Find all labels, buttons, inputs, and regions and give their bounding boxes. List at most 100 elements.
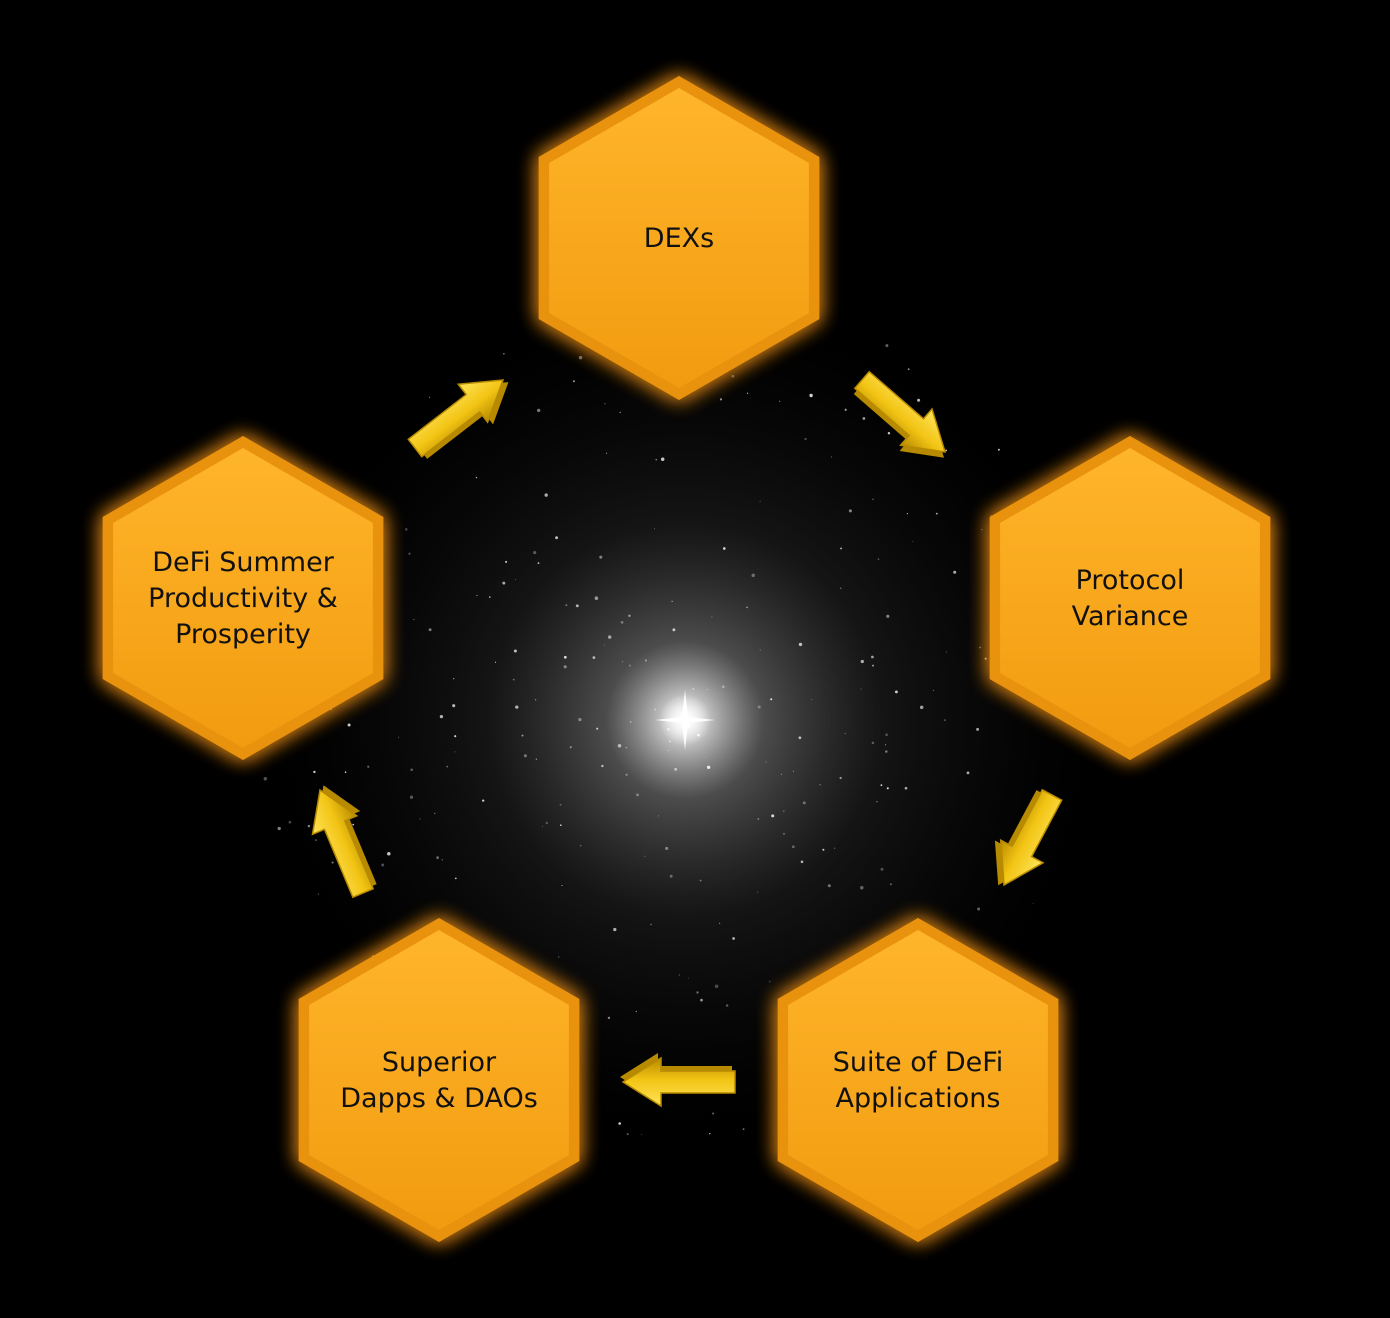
star — [839, 776, 842, 780]
star — [844, 408, 847, 411]
star — [629, 721, 632, 723]
star — [759, 500, 761, 502]
star — [798, 642, 803, 647]
star — [454, 751, 456, 753]
star — [613, 927, 617, 932]
star — [819, 784, 821, 786]
star — [604, 644, 606, 646]
star — [804, 437, 807, 441]
star — [889, 883, 892, 886]
star — [428, 628, 432, 632]
star — [535, 758, 538, 760]
star — [307, 824, 311, 828]
star — [746, 392, 749, 394]
star — [809, 393, 813, 398]
star — [731, 374, 735, 378]
star — [834, 847, 836, 849]
star — [885, 344, 889, 348]
star — [692, 687, 695, 691]
star — [347, 723, 351, 727]
star — [505, 560, 508, 563]
star — [533, 551, 537, 555]
star — [441, 858, 444, 861]
arrow-shape — [853, 370, 947, 453]
star — [640, 1134, 642, 1135]
star — [792, 770, 794, 772]
star — [446, 765, 449, 768]
star — [476, 595, 478, 597]
star — [453, 678, 455, 680]
star — [706, 765, 711, 770]
star — [626, 1133, 629, 1136]
node-label-line: DeFi Summer — [152, 547, 335, 578]
star — [757, 705, 761, 709]
star — [439, 714, 444, 719]
star — [732, 937, 735, 940]
star — [618, 1122, 621, 1125]
star — [791, 845, 795, 849]
star — [625, 747, 627, 749]
star — [544, 493, 548, 497]
star — [409, 795, 414, 799]
star — [674, 767, 678, 771]
star — [625, 773, 628, 776]
star — [907, 368, 910, 371]
star — [606, 452, 608, 454]
star — [725, 1004, 729, 1007]
star — [780, 773, 783, 775]
star — [665, 846, 669, 850]
star — [572, 380, 575, 383]
star — [768, 980, 771, 983]
star — [678, 974, 680, 976]
star — [628, 664, 631, 667]
star — [419, 818, 421, 820]
star — [917, 398, 921, 402]
hexagon-face — [309, 930, 569, 1230]
star — [844, 733, 846, 735]
star — [604, 403, 606, 405]
star — [827, 884, 831, 888]
star — [699, 879, 702, 882]
star — [628, 614, 631, 617]
star — [751, 573, 755, 578]
star — [696, 991, 699, 994]
node-label-line: Variance — [1072, 601, 1189, 632]
star — [594, 596, 599, 600]
star — [650, 923, 652, 926]
star — [314, 839, 317, 842]
star — [746, 606, 748, 609]
star — [654, 708, 657, 711]
star — [953, 570, 957, 574]
star — [367, 765, 370, 768]
star — [635, 1010, 637, 1013]
star — [429, 396, 431, 398]
star — [563, 655, 567, 659]
star — [494, 661, 497, 663]
star — [757, 818, 760, 820]
star — [912, 540, 914, 542]
hexagon-face — [1000, 448, 1260, 748]
star — [976, 727, 980, 731]
star — [489, 596, 491, 598]
star — [880, 867, 884, 871]
star — [667, 749, 669, 751]
star — [906, 513, 909, 515]
star — [503, 353, 505, 355]
hexagon-face — [788, 930, 1048, 1230]
star — [513, 649, 517, 653]
star — [596, 727, 599, 730]
star — [800, 860, 804, 864]
star — [482, 799, 485, 802]
star — [706, 688, 708, 690]
star — [617, 744, 622, 748]
star — [894, 690, 898, 694]
star — [759, 649, 761, 651]
star — [655, 459, 657, 461]
star — [871, 664, 875, 667]
star — [860, 659, 864, 664]
star — [434, 812, 436, 814]
star — [521, 734, 524, 737]
star — [669, 874, 673, 878]
star — [884, 744, 887, 746]
